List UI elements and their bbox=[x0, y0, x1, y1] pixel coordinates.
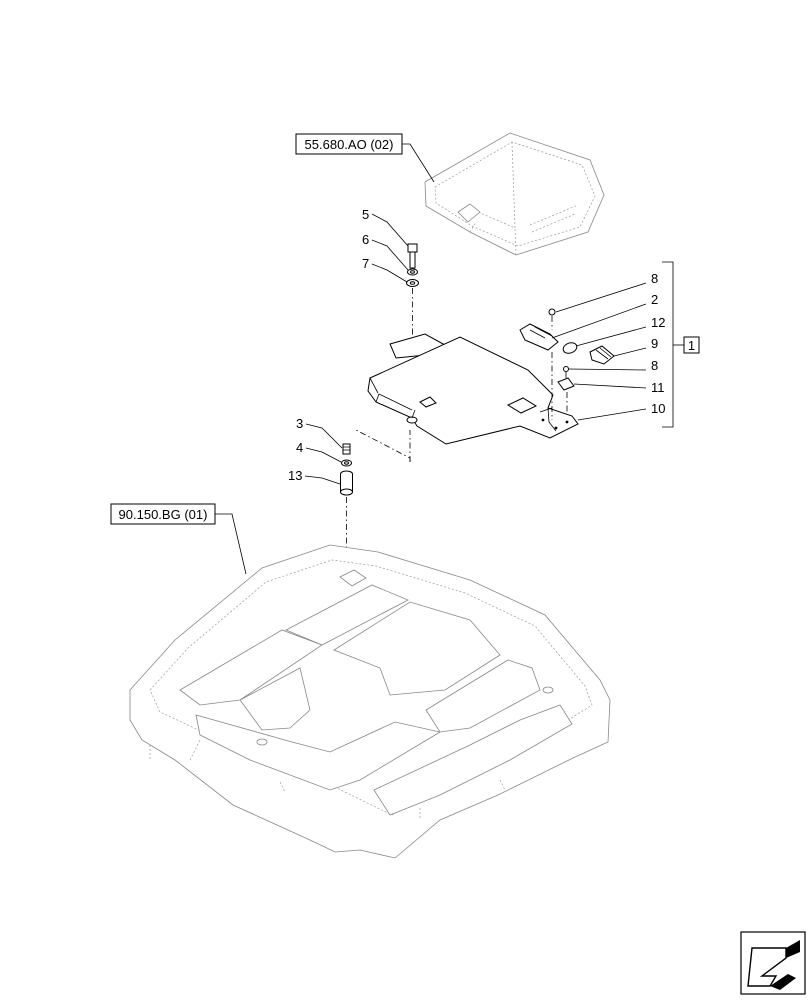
callout-2: 2 bbox=[651, 292, 658, 307]
callout-5: 5 bbox=[362, 207, 369, 222]
washer-7 bbox=[406, 279, 419, 287]
cab-roof-ghost bbox=[129, 544, 611, 859]
arrow-down-left-icon[interactable] bbox=[740, 931, 806, 995]
callout-3: 3 bbox=[296, 416, 303, 431]
cap-12 bbox=[562, 342, 578, 354]
ref-bottom-text: 90.150.BG (01) bbox=[119, 507, 208, 522]
screw-8b bbox=[563, 366, 569, 380]
callout-8a: 8 bbox=[651, 271, 658, 286]
ref-box-top[interactable]: 55.680.AO (02) bbox=[295, 133, 403, 155]
callout-12: 12 bbox=[651, 315, 665, 330]
washer-4 bbox=[341, 459, 352, 467]
callout-6: 6 bbox=[362, 232, 369, 247]
roof-cover-ghost bbox=[424, 132, 605, 256]
stud-3 bbox=[342, 443, 351, 455]
kit-group-label[interactable]: 1 bbox=[683, 336, 700, 354]
mounting-plate bbox=[367, 333, 579, 445]
clip-11 bbox=[557, 377, 575, 391]
screw-8a bbox=[548, 308, 556, 330]
spacer-13 bbox=[340, 470, 353, 496]
callout-7: 7 bbox=[362, 256, 369, 271]
plug-9 bbox=[589, 345, 615, 365]
callout-10: 10 bbox=[651, 401, 665, 416]
callout-11: 11 bbox=[651, 380, 665, 395]
kit-group-text: 1 bbox=[688, 338, 695, 353]
bolt-5 bbox=[407, 243, 418, 269]
kit-group-bracket bbox=[662, 261, 684, 428]
connector-2 bbox=[519, 323, 559, 351]
callout-9: 9 bbox=[651, 336, 658, 351]
callout-13: 13 bbox=[288, 468, 302, 483]
callout-4: 4 bbox=[296, 440, 303, 455]
ref-box-bottom[interactable]: 90.150.BG (01) bbox=[110, 503, 216, 525]
ref-top-text: 55.680.AO (02) bbox=[305, 137, 394, 152]
callout-8b: 8 bbox=[651, 358, 658, 373]
washer-6 bbox=[407, 268, 418, 276]
